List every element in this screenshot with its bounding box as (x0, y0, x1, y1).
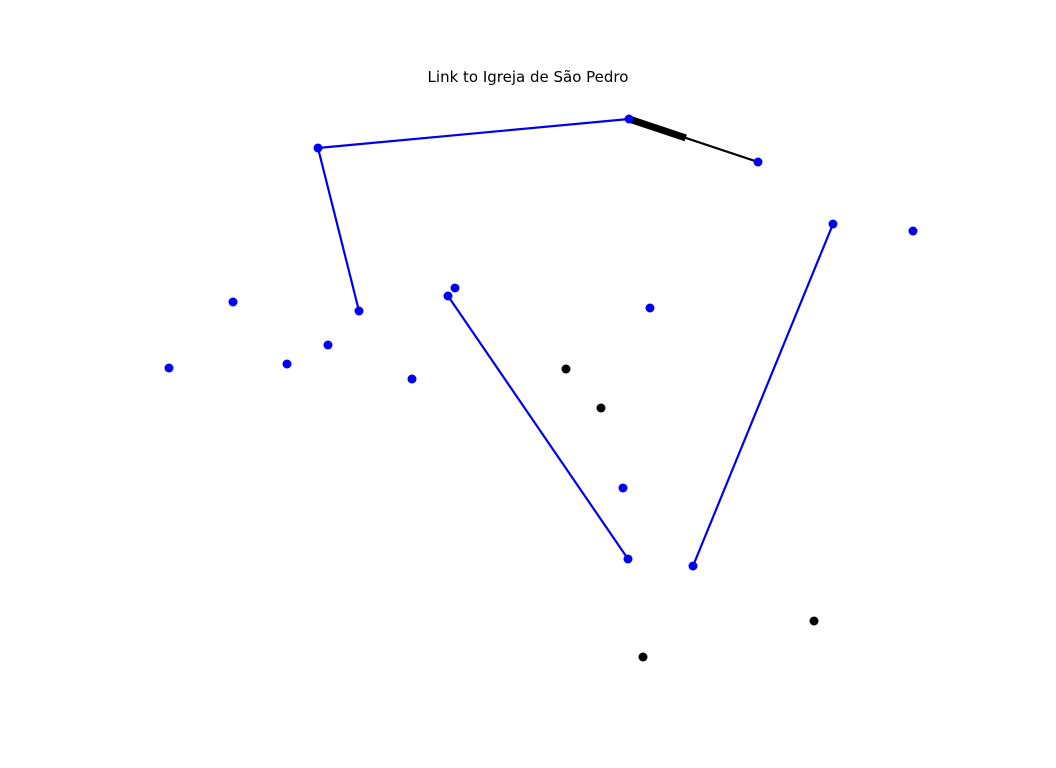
edge-n1-n4 (316, 147, 361, 312)
node-n18 (561, 364, 571, 374)
node-n12 (645, 303, 655, 313)
diagram-title: Link to Igreja de São Pedro (427, 68, 629, 86)
node-n15 (623, 554, 633, 564)
node-n9 (282, 359, 292, 369)
edge-n6-n15 (447, 295, 629, 560)
nodes-layer (164, 114, 918, 662)
node-n4 (354, 306, 364, 316)
node-n20 (809, 616, 819, 626)
edge-n13-n16 (691, 223, 835, 567)
node-n10 (164, 363, 174, 373)
node-n16 (688, 561, 698, 571)
node-n17 (618, 483, 628, 493)
node-n3 (753, 157, 763, 167)
edge-n1-n2 (317, 117, 630, 150)
node-n13 (828, 219, 838, 229)
node-n14 (908, 226, 918, 236)
node-n6 (443, 291, 453, 301)
node-n21 (638, 652, 648, 662)
node-n7 (228, 297, 238, 307)
node-n5 (450, 283, 460, 293)
node-n8 (323, 340, 333, 350)
node-n2 (624, 114, 634, 124)
node-n19 (596, 403, 606, 413)
edge-arrow-n2-n3 (627, 115, 687, 142)
node-n1 (313, 143, 323, 153)
node-n11 (407, 374, 417, 384)
edges-layer (316, 115, 835, 567)
